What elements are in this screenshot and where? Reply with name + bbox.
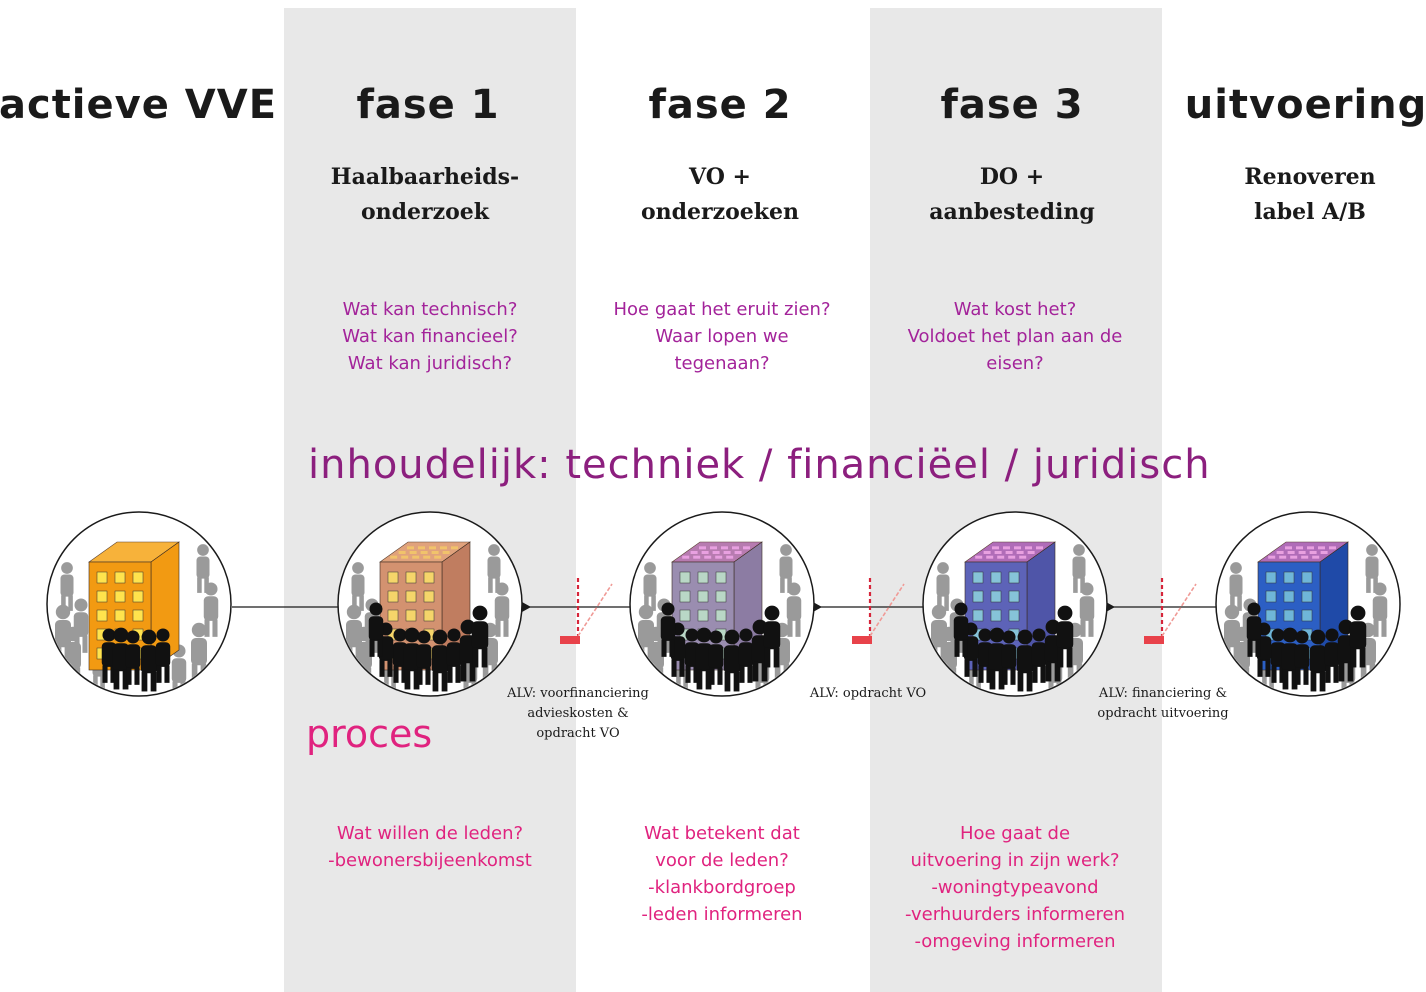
process-line: -bewonersbijeenkomst — [328, 850, 532, 871]
phase-band-3 — [870, 8, 1162, 992]
process-line: Hoe gaat de — [959, 823, 1071, 844]
gate-base — [560, 636, 580, 644]
subtitle-line: Haalbaarheids- — [330, 164, 520, 190]
question-line: eisen? — [986, 353, 1044, 374]
question-line: Wat kan financieel? — [342, 326, 518, 347]
process-heading: proces — [306, 712, 433, 756]
subtitle-fase-3: DO + aanbesteding — [929, 160, 1095, 230]
decision-gate-3 — [1144, 578, 1197, 644]
process-fase-1: Wat willen de leden? -bewonersbijeenkoms… — [328, 820, 532, 874]
question-line: Waar lopen we — [655, 326, 789, 347]
decision-gate-1 — [560, 578, 613, 644]
process-line: -verhuurders informeren — [904, 904, 1126, 925]
title-actieve-vve: actieve VVE — [0, 82, 278, 128]
process-line: Wat willen de leden? — [336, 823, 524, 844]
gate-base — [1144, 636, 1164, 644]
subtitle-line: onderzoeken — [640, 199, 800, 225]
process-fase-3: Hoe gaat de uitvoering in zijn werk? -wo… — [905, 820, 1125, 955]
question-line: Wat kan technisch? — [342, 299, 518, 320]
title-fase-3: fase 3 — [940, 82, 1084, 128]
decision-line: advieskosten & — [527, 706, 629, 721]
decision-gate-2 — [852, 578, 905, 644]
phase-band-1 — [284, 8, 576, 992]
arrow-head — [1106, 602, 1115, 612]
decision-label-1: ALV: voorfinanciering advieskosten & opd… — [507, 684, 649, 744]
arrow-head — [813, 602, 822, 612]
decision-line: ALV: financiering & — [1098, 686, 1228, 701]
building-fase-3 — [922, 511, 1108, 697]
decision-line: opdracht VO — [536, 726, 620, 741]
arrow-head — [522, 602, 531, 612]
process-line: uitvoering in zijn werk? — [910, 850, 1120, 871]
title-fase-1: fase 1 — [356, 82, 500, 128]
content-heading: inhoudelijk: techniek / financiëel / jur… — [308, 442, 1211, 488]
decision-line: ALV: voorfinanciering — [507, 686, 649, 701]
question-line: Hoe gaat het eruit zien? — [613, 299, 831, 320]
process-line: -klankbordgroep — [648, 877, 796, 898]
subtitle-line: label A/B — [1254, 199, 1366, 225]
process-line: voor de leden? — [655, 850, 789, 871]
question-line: tegenaan? — [674, 353, 770, 374]
decision-label-2: ALV: opdracht VO — [810, 684, 926, 704]
subtitle-fase-1: Haalbaarheids- onderzoek — [331, 160, 519, 230]
process-line: Wat betekent dat — [644, 823, 800, 844]
building-uitvoering — [1215, 511, 1401, 697]
process-line: -omgeving informeren — [914, 931, 1116, 952]
process-line: -leden informeren — [641, 904, 803, 925]
decision-line: ALV: opdracht VO — [809, 686, 927, 701]
gate-base — [852, 636, 872, 644]
subtitle-line: DO + — [979, 164, 1045, 190]
question-line: Wat kan juridisch? — [347, 353, 513, 374]
subtitle-fase-2: VO + onderzoeken — [641, 160, 799, 230]
questions-fase-3: Wat kost het? Voldoet het plan aan de ei… — [908, 296, 1123, 377]
title-fase-2: fase 2 — [648, 82, 792, 128]
subtitle-uitvoering: Renoveren label A/B — [1244, 160, 1375, 230]
subtitle-line: onderzoek — [360, 199, 490, 225]
building-actieve-vve — [46, 511, 232, 697]
title-uitvoering: uitvoering — [1184, 82, 1426, 128]
process-fase-2: Wat betekent dat voor de leden? -klankbo… — [641, 820, 802, 928]
questions-fase-1: Wat kan technisch? Wat kan financieel? W… — [342, 296, 518, 377]
process-line: -woningtypeavond — [931, 877, 1099, 898]
question-line: Voldoet het plan aan de — [907, 326, 1123, 347]
decision-line: opdracht uitvoering — [1097, 706, 1229, 721]
building-fase-1 — [337, 511, 523, 697]
subtitle-line: VO + — [689, 164, 751, 190]
question-line: Wat kost het? — [953, 299, 1077, 320]
subtitle-line: Renoveren — [1244, 164, 1376, 190]
building-fase-2 — [629, 511, 815, 697]
questions-fase-2: Hoe gaat het eruit zien? Waar lopen we t… — [613, 296, 830, 377]
decision-label-3: ALV: financiering & opdracht uitvoering — [1097, 684, 1228, 724]
subtitle-line: aanbesteding — [929, 199, 1095, 225]
